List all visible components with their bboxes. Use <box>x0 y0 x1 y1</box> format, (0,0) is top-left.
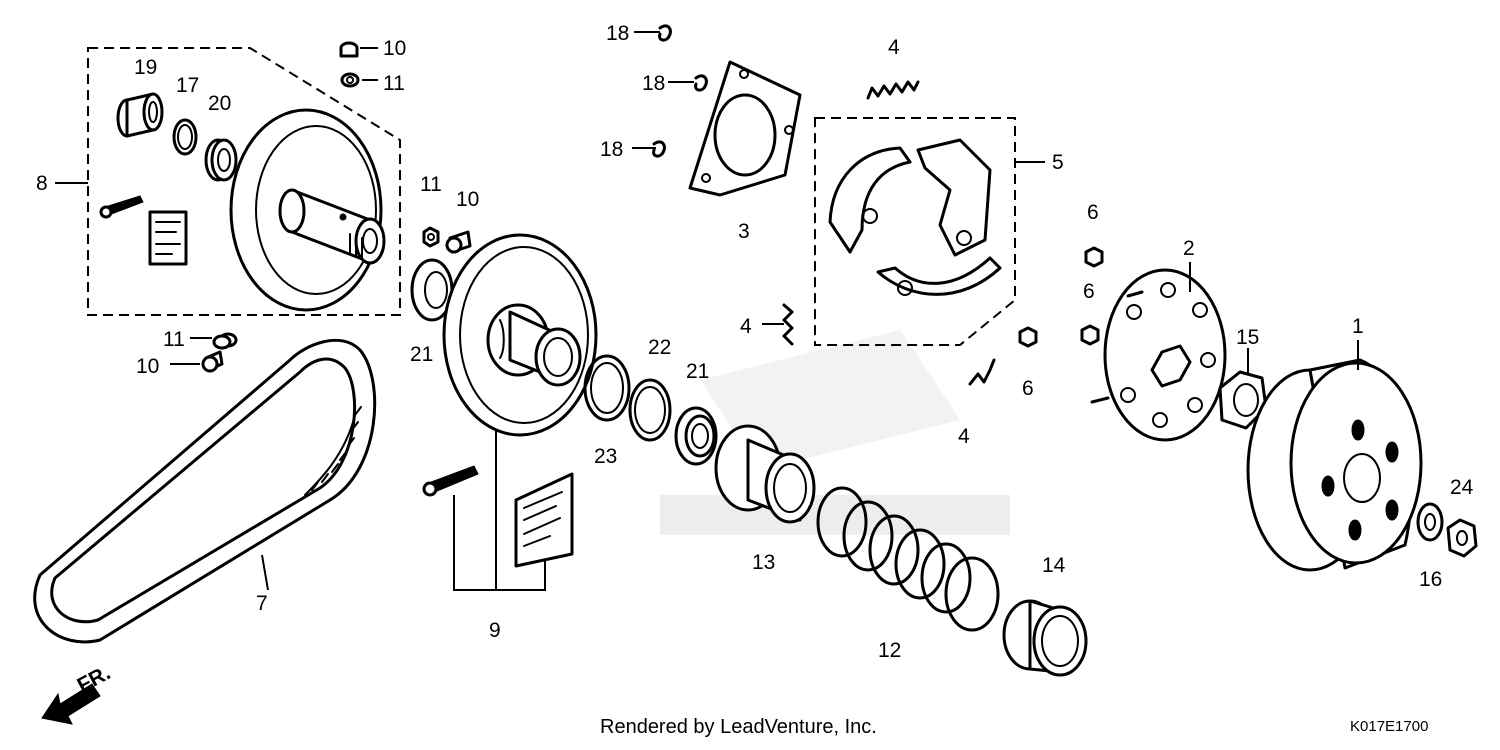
part-16-washer[interactable] <box>1416 502 1444 542</box>
part-1-clutch-outer[interactable] <box>1246 358 1423 572</box>
part-2-clutch-plate[interactable] <box>1090 268 1227 442</box>
group-8-pin[interactable] <box>99 195 144 219</box>
part-5-clutch-shoes[interactable] <box>828 138 1002 296</box>
callout-8: 8 <box>36 172 48 195</box>
part-4-spring-middle[interactable] <box>782 303 794 346</box>
callout-10-lower: 10 <box>136 355 159 378</box>
callout-21-left: 21 <box>410 343 433 366</box>
callout-18-middle: 18 <box>642 72 665 95</box>
part-9-driven-face[interactable] <box>442 233 598 437</box>
group-8-instruction-card <box>148 210 188 266</box>
part-13-seal-collar[interactable] <box>714 424 816 524</box>
callout-19: 19 <box>134 56 157 79</box>
callout-18-top: 18 <box>606 22 629 45</box>
leader-lines <box>55 31 1359 591</box>
callout-3: 3 <box>738 220 750 243</box>
callout-7: 7 <box>256 592 268 615</box>
callout-9: 9 <box>489 619 501 642</box>
part-4-spring-top[interactable] <box>866 80 920 100</box>
part-19-needle-bearing[interactable] <box>116 92 164 138</box>
part-22-o-ring[interactable] <box>628 378 672 442</box>
part-6-collar-lower[interactable] <box>1018 326 1038 348</box>
diagram-code: K017E1700 <box>1350 718 1428 735</box>
callout-20: 20 <box>208 92 231 115</box>
part-11-collar-middle[interactable] <box>422 226 440 248</box>
callout-23: 23 <box>594 445 617 468</box>
part-14-collar[interactable] <box>1002 599 1088 677</box>
part-6-collar-middle[interactable] <box>1080 324 1100 346</box>
part-7-drive-belt[interactable] <box>33 339 377 644</box>
group-9-bracket <box>453 430 546 591</box>
part-8-drive-pulley[interactable] <box>229 108 386 312</box>
part-11-collar-top[interactable] <box>340 72 360 88</box>
callout-6-middle: 6 <box>1083 280 1095 303</box>
callout-2: 2 <box>1183 237 1195 260</box>
callout-1: 1 <box>1352 315 1364 338</box>
part-18-clip-1[interactable] <box>658 24 672 42</box>
part-11-collar-lower[interactable] <box>212 332 238 350</box>
callout-6-top: 6 <box>1087 201 1099 224</box>
callout-6-lower: 6 <box>1022 377 1034 400</box>
part-18-clip-2[interactable] <box>694 74 708 92</box>
part-20-bearing[interactable] <box>204 138 238 182</box>
callout-17: 17 <box>176 74 199 97</box>
part-12-spring[interactable] <box>816 486 1000 632</box>
callout-22: 22 <box>648 336 671 359</box>
callout-12: 12 <box>878 639 901 662</box>
footer-credit: Rendered by LeadVenture, Inc. <box>600 716 877 738</box>
callout-15: 15 <box>1236 326 1259 349</box>
front-direction-arrow-icon <box>41 683 101 725</box>
callout-14: 14 <box>1042 554 1066 577</box>
group-5-frame <box>814 117 1016 346</box>
callout-13: 13 <box>752 551 775 574</box>
callout-10-middle: 10 <box>456 188 479 211</box>
part-10-bolt-lower[interactable] <box>201 350 224 373</box>
callout-16: 16 <box>1419 568 1442 591</box>
part-10-bolt-top[interactable] <box>339 41 359 58</box>
group-9-instruction-card <box>514 472 574 568</box>
callout-5: 5 <box>1052 151 1064 174</box>
group-8-frame <box>87 47 401 316</box>
part-24-nut[interactable] <box>1446 518 1478 558</box>
part-10-bolt-middle[interactable] <box>445 230 472 254</box>
callout-21-right: 21 <box>686 360 709 383</box>
callout-18-lower: 18 <box>600 138 623 161</box>
callout-4-top: 4 <box>888 36 900 59</box>
part-15-nut[interactable] <box>1218 370 1268 430</box>
callout-11-middle: 11 <box>420 173 442 196</box>
callout-11-lower: 11 <box>163 328 185 351</box>
callout-4-lower: 4 <box>958 425 970 448</box>
callout-11-top: 11 <box>383 72 405 95</box>
part-17-circlip[interactable] <box>172 118 198 156</box>
callout-4-middle: 4 <box>740 315 752 338</box>
part-6-collar-top[interactable] <box>1084 246 1104 268</box>
callout-24: 24 <box>1450 476 1474 499</box>
part-18-clip-3[interactable] <box>652 140 666 158</box>
part-23-o-ring[interactable] <box>583 354 631 422</box>
part-3-plate[interactable] <box>688 60 802 197</box>
part-4-spring-lower[interactable] <box>968 358 996 386</box>
part-21-oil-seal-right[interactable] <box>674 406 718 466</box>
callout-10-top: 10 <box>383 37 406 60</box>
group-9-pin[interactable] <box>422 465 479 497</box>
